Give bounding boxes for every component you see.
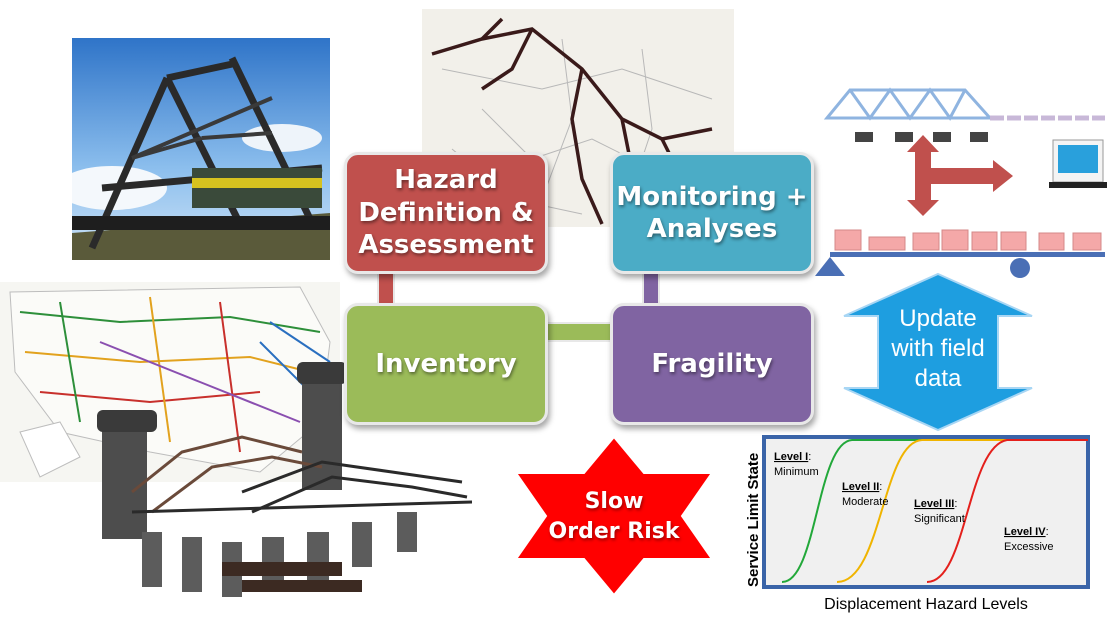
update-line3: data xyxy=(914,365,962,392)
level-3-curve xyxy=(926,439,1088,583)
slow-order-line2: Order Risk xyxy=(548,519,680,544)
chart-ylabel: Service Limit State xyxy=(745,453,762,587)
update-line2: with field xyxy=(891,335,985,362)
level-1-curve xyxy=(781,439,1088,583)
limit-state-chart: Service Limit State Displacement Hazard … xyxy=(742,432,1092,617)
monitoring-analyses-label: Monitoring + Analyses xyxy=(616,181,808,245)
connector-monitoring-fragility xyxy=(642,268,660,308)
svg-text:Level II:: Level II: xyxy=(842,481,882,493)
level-2-desc: Moderate xyxy=(842,496,888,508)
level-1-title: Level I xyxy=(774,451,808,463)
level-2-curve xyxy=(836,439,1088,583)
inventory-label: Inventory xyxy=(375,348,517,379)
connector-inventory-fragility xyxy=(545,322,615,342)
hazard-definition-box: Hazard Definition & Assessment xyxy=(344,152,548,274)
level-3-title: Level III xyxy=(914,498,954,510)
level-1-desc: Minimum xyxy=(774,466,819,478)
chart-xlabel: Displacement Hazard Levels xyxy=(824,596,1028,613)
slow-order-line1: Slow xyxy=(584,489,644,514)
hazard-definition-label: Hazard Definition & Assessment xyxy=(358,165,534,261)
update-line1: Update xyxy=(899,305,977,332)
monitoring-analyses-box: Monitoring + Analyses xyxy=(610,152,814,274)
svg-text:Level III:: Level III: xyxy=(914,498,957,510)
bridge-3d-model xyxy=(92,362,473,607)
level-2-title: Level II xyxy=(842,481,879,493)
monitoring-illustration xyxy=(815,80,1111,280)
inventory-box: Inventory xyxy=(344,303,548,425)
level-4-desc: Excessive xyxy=(1004,541,1054,553)
fragility-label: Fragility xyxy=(651,348,773,379)
connector-hazard-inventory xyxy=(377,268,395,308)
fragility-box: Fragility xyxy=(610,303,814,425)
slow-order-risk-star: Slow Order Risk xyxy=(510,435,718,597)
level-3-desc: Significant xyxy=(914,513,965,525)
level-4-title: Level IV xyxy=(1004,526,1046,538)
svg-text:Level I:: Level I: xyxy=(774,451,811,463)
bridge-train-photo xyxy=(57,38,330,260)
svg-text:Level IV:: Level IV: xyxy=(1004,526,1049,538)
usa-rail-map xyxy=(0,282,340,482)
update-arrow: Update with field data xyxy=(840,272,1036,432)
